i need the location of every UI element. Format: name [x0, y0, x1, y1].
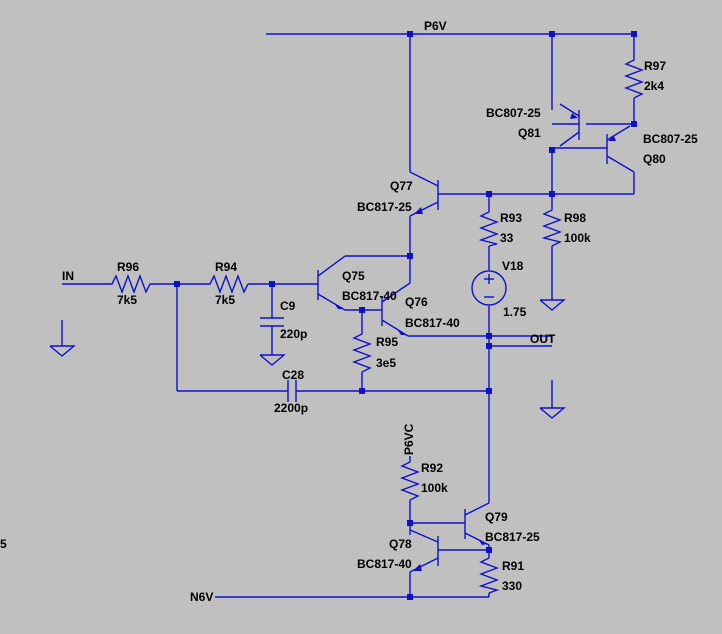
- label-v18-value: 1.75: [503, 305, 527, 319]
- ground-symbol-c9: [259, 354, 286, 366]
- label-q78-model: BC817-40: [357, 557, 412, 571]
- ground-symbol-left: [49, 320, 76, 357]
- label-q81-name: Q81: [518, 126, 541, 140]
- transistor-q79: [464, 502, 490, 546]
- net-label-p6v: P6V: [424, 19, 447, 33]
- label-r96-name: R96: [117, 260, 139, 274]
- label-q81-model: BC807-25: [486, 106, 541, 120]
- resistor-r92: [400, 456, 420, 501]
- resistor-r96: [108, 274, 151, 294]
- label-q78-name: Q78: [389, 537, 412, 551]
- resistor-r98: [541, 205, 563, 247]
- label-r93-value: 33: [500, 231, 514, 245]
- net-label-out: OUT: [530, 332, 556, 346]
- label-r98-name: R98: [564, 211, 586, 225]
- label-r91-name: R91: [502, 559, 524, 573]
- label-r97-value: 2k4: [644, 79, 664, 93]
- label-r96-value: 7k5: [117, 293, 137, 307]
- transistor-q80: [552, 125, 635, 173]
- transistor-q81: [552, 103, 580, 147]
- ground-symbol-out: [539, 380, 566, 419]
- label-q76-name: Q76: [405, 295, 428, 309]
- label-c28-value: 2200p: [274, 401, 308, 415]
- capacitor-c9: [260, 317, 284, 327]
- net-label-n6v: N6V: [190, 590, 213, 604]
- transistor-q75: [317, 255, 346, 311]
- label-r95-value: 3e5: [376, 356, 396, 370]
- label-c9-value: 220p: [280, 327, 307, 341]
- label-q76-model: BC817-40: [405, 316, 460, 330]
- label-q77-name: Q77: [390, 179, 413, 193]
- label-r93-name: R93: [500, 211, 522, 225]
- labels: P6V IN OUT N6V P6VC 5 R97 2k4 BC807-25 Q…: [0, 19, 698, 604]
- junction-dots: [174, 31, 637, 600]
- resistor-r93: [478, 208, 499, 247]
- label-c28-name: C28: [282, 368, 304, 382]
- label-q75-name: Q75: [342, 269, 365, 283]
- label-c9-name: C9: [280, 299, 296, 313]
- voltage-source-v18: [471, 270, 507, 306]
- transistor-q76: [381, 282, 411, 337]
- net-label-p6vc: P6VC: [402, 423, 416, 455]
- resistor-r91: [478, 553, 500, 594]
- label-r97-name: R97: [644, 59, 666, 73]
- resistor-r94: [206, 274, 249, 294]
- transistor-q77: [409, 171, 440, 217]
- label-r94-value: 7k5: [215, 293, 235, 307]
- label-r92-value: 100k: [421, 481, 448, 495]
- label-q77-model: BC817-25: [357, 200, 412, 214]
- resistor-r97: [624, 55, 644, 99]
- label-v18-name: V18: [502, 259, 524, 273]
- label-r94-name: R94: [215, 260, 237, 274]
- resistor-r95: [352, 330, 372, 373]
- label-q79-model: BC817-25: [485, 530, 540, 544]
- ground-symbol-r98: [539, 299, 566, 311]
- wires: [62, 33, 635, 598]
- label-r91-value: 330: [502, 579, 522, 593]
- label-r92-name: R92: [421, 461, 443, 475]
- capacitor-c28: [287, 380, 297, 402]
- label-q80-model: BC807-25: [643, 132, 698, 146]
- label-q80-name: Q80: [643, 152, 666, 166]
- label-q79-name: Q79: [485, 510, 508, 524]
- label-r95-name: R95: [376, 335, 398, 349]
- stray-label: 5: [0, 537, 7, 551]
- net-label-in: IN: [62, 269, 74, 283]
- label-q75-model: BC817-40: [342, 289, 397, 303]
- label-r98-value: 100k: [564, 231, 591, 245]
- transistor-q78: [409, 529, 440, 573]
